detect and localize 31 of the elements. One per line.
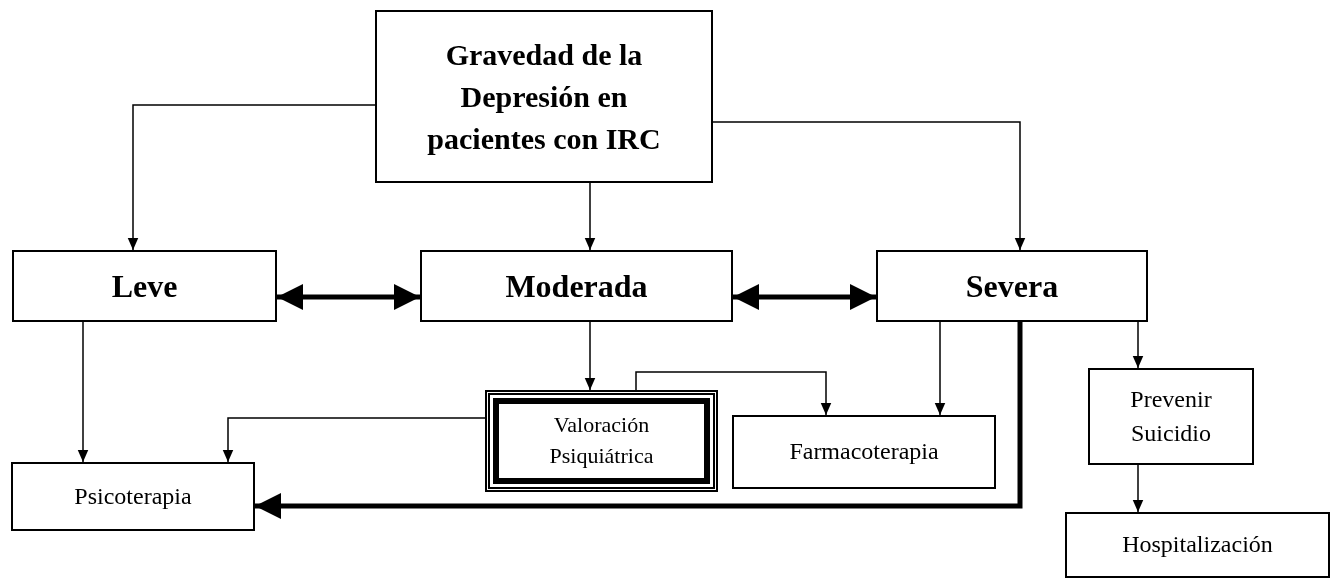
process-box [1065, 512, 1330, 578]
box-label: Severa [964, 266, 1060, 306]
arrow [255, 322, 1023, 519]
arrow [1132, 321, 1144, 369]
box-label: Gravedad de la Depresión en pacientes con IRC [426, 36, 662, 157]
box-label: Leve [110, 266, 179, 306]
arrow [635, 371, 832, 416]
box-label: Psicoterapia [73, 481, 193, 511]
arrow [127, 104, 376, 251]
process-box [375, 10, 713, 183]
process-box [11, 462, 255, 531]
box-label: Prevenir Suicidio [1129, 384, 1213, 448]
process-box [732, 415, 996, 489]
box-label: Moderada [504, 266, 649, 306]
box-label: Valoración Psiquiátrica [548, 411, 655, 470]
arrow [934, 321, 946, 416]
box-label: Farmacoterapia [788, 437, 940, 467]
double-arrow [277, 284, 420, 310]
box-label: Hospitalización [1121, 530, 1274, 560]
arrow [1132, 464, 1144, 513]
process-box [1088, 368, 1254, 465]
double-border-box [485, 390, 718, 492]
arrow [712, 121, 1026, 251]
arrow [584, 182, 596, 251]
arrow [584, 321, 596, 391]
double-arrow [733, 284, 876, 310]
arrow [222, 417, 486, 463]
process-box [12, 250, 277, 322]
arrow [77, 321, 89, 463]
process-box [876, 250, 1148, 322]
process-box [420, 250, 733, 322]
